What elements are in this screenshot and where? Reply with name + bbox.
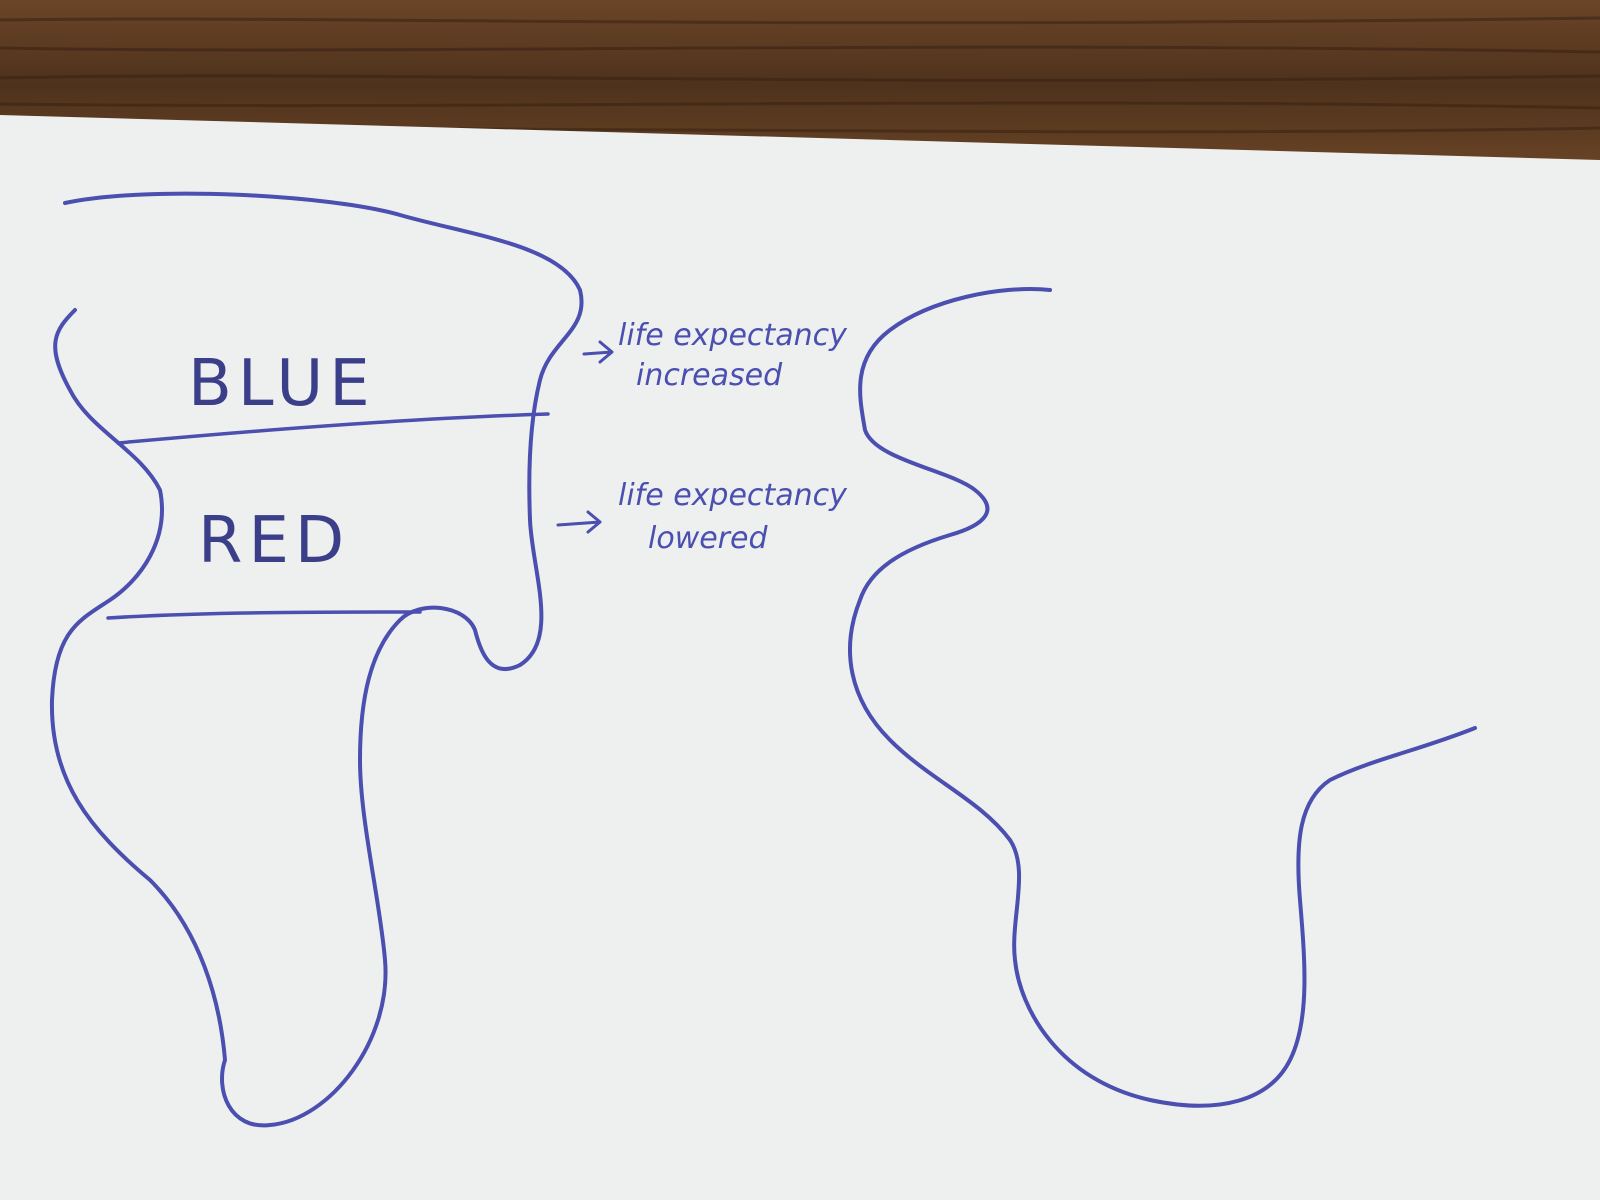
wood-grain (0, 16, 1600, 134)
divider-line-lower (106, 610, 422, 620)
region-label-blue: BLUE (188, 347, 376, 421)
left-landmass-outline (49, 191, 584, 1128)
right-landmass-outline (848, 287, 1477, 1108)
paper-sheet (0, 115, 1600, 1200)
note-red-line1: life expectancy (618, 478, 848, 513)
note-blue-line1: life expectancy (618, 318, 848, 353)
arrow-icon-red (556, 510, 602, 534)
note-red-line2: lowered (648, 521, 768, 556)
divider-line-upper (116, 412, 550, 445)
arrow-icon-blue (582, 340, 614, 364)
note-blue-line2: increased (636, 358, 783, 393)
region-label-red: RED (198, 504, 350, 578)
